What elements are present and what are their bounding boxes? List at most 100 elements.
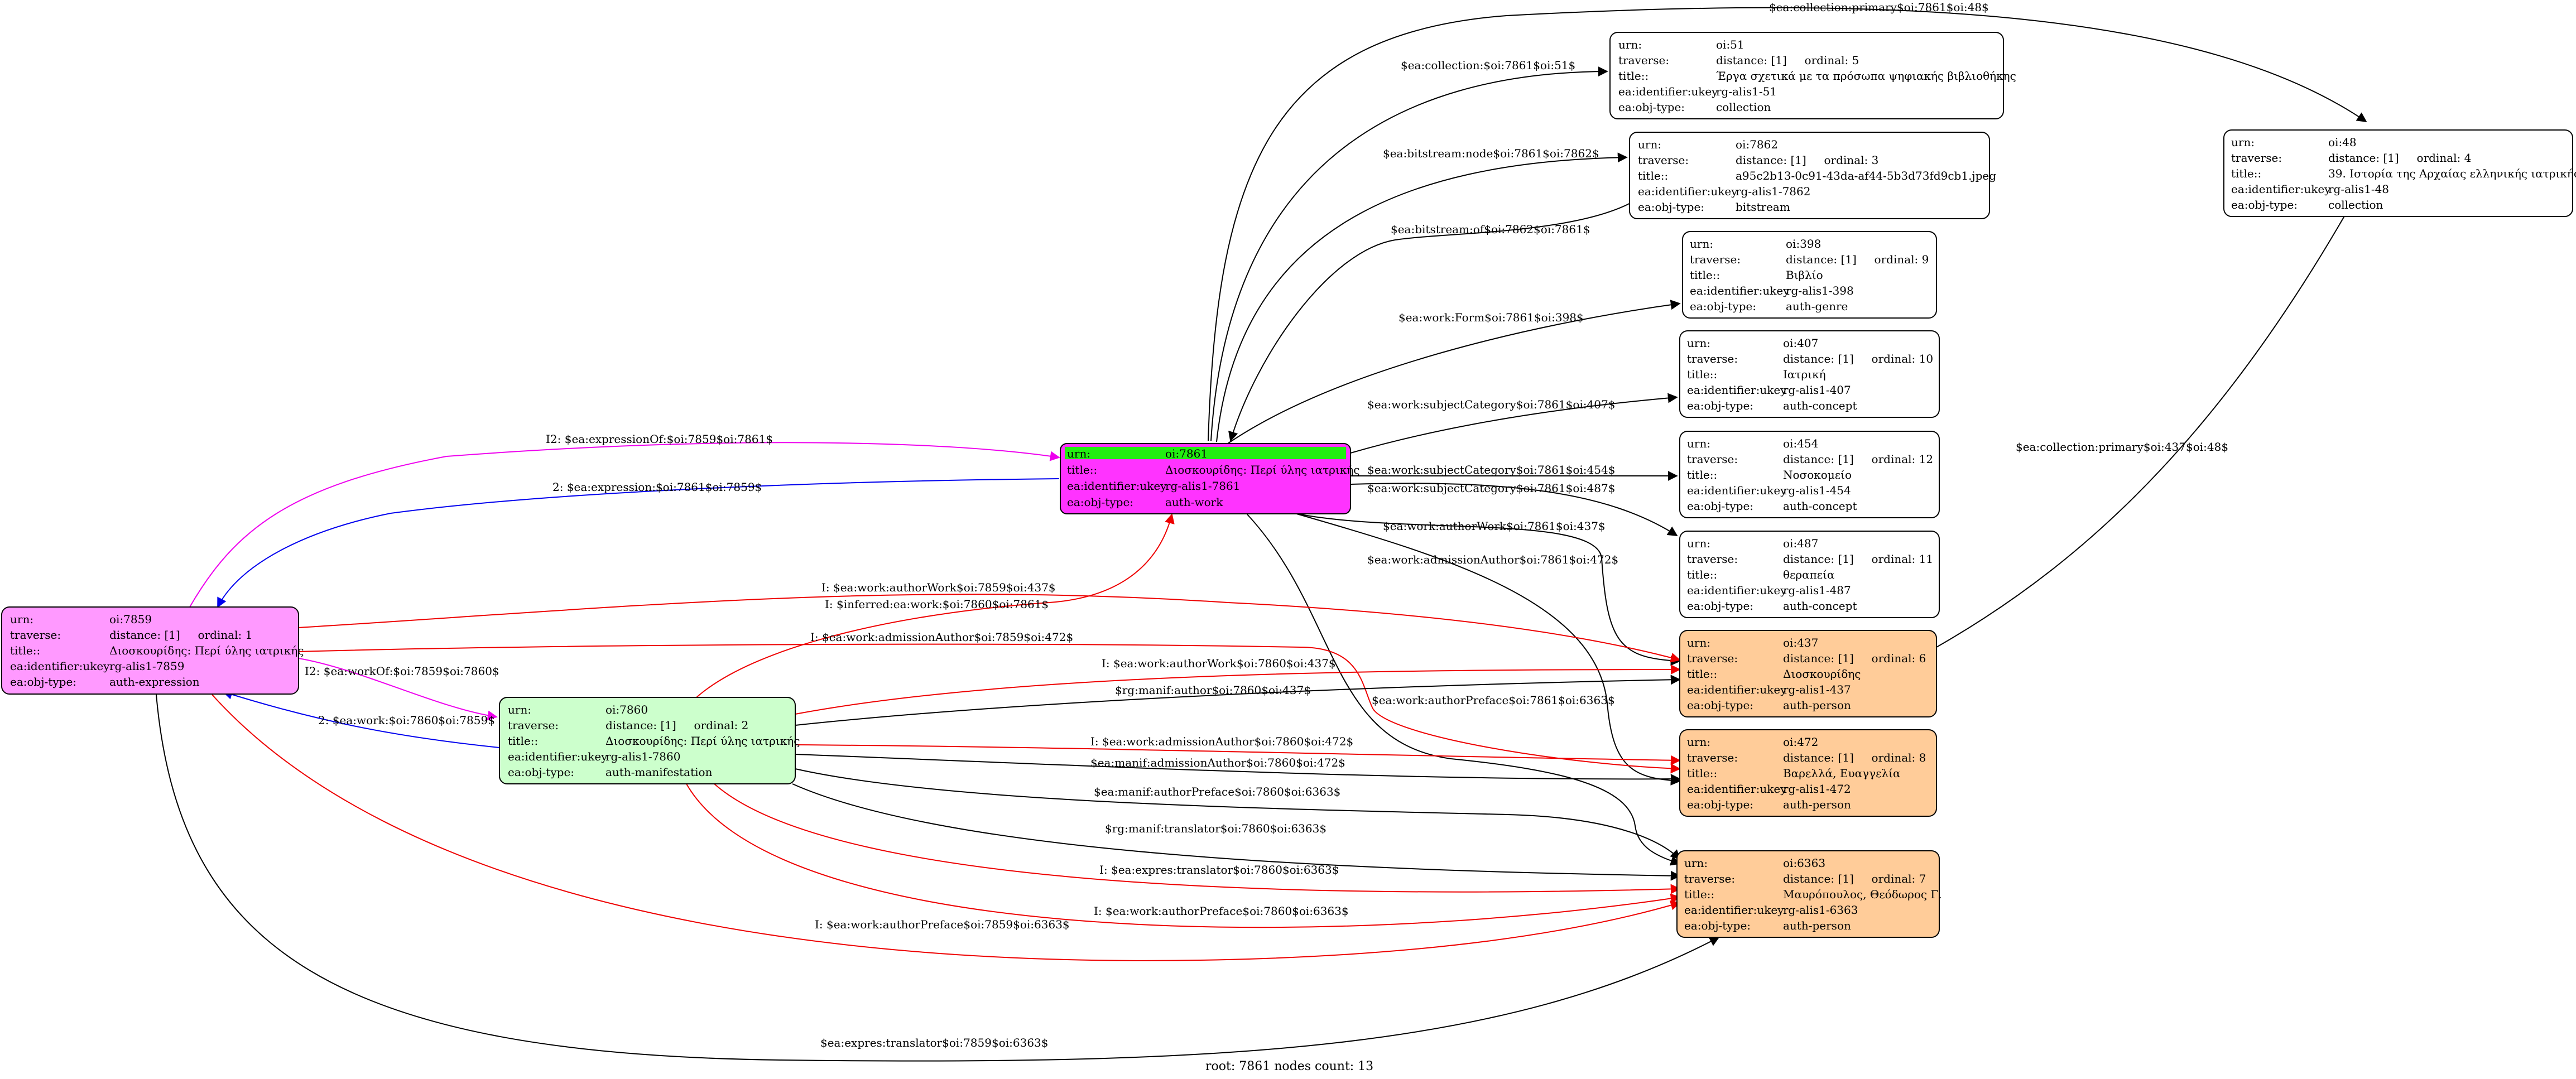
field-value: rg-alis1-51 bbox=[1716, 85, 1777, 98]
field-label: traverse: bbox=[1687, 751, 1738, 764]
field-value: rg-alis1-487 bbox=[1783, 584, 1851, 597]
field-label: traverse: bbox=[508, 719, 559, 732]
field-value: Νοσοκομείο bbox=[1783, 468, 1852, 481]
node-7862[interactable]: urn: oi:7862 traverse: distance: [1] ord… bbox=[1629, 132, 1996, 219]
edge-layer: $ea:collection:primary$oi:7861$oi:48$ $e… bbox=[156, 1, 2372, 1062]
field-label: title:: bbox=[10, 644, 40, 657]
field-label: urn: bbox=[1687, 336, 1710, 350]
field-label: traverse: bbox=[1687, 652, 1738, 665]
node-51[interactable]: urn: oi:51 traverse: distance: [1] ordin… bbox=[1609, 32, 2016, 119]
node-7860[interactable]: urn: oi:7860 traverse: distance: [1] ord… bbox=[499, 697, 800, 784]
node-48[interactable]: urn: oi:48 traverse: distance: [1] ordin… bbox=[2223, 129, 2576, 217]
graph-caption: root: 7861 nodes count: 13 bbox=[1205, 1059, 1373, 1073]
node-layer: urn: oi:7861 title:: Διοσκουρίδης: Περί … bbox=[1, 32, 2576, 938]
field-value: oi:7859 bbox=[109, 613, 152, 626]
edge-manif-author-7860-437: $rg:manif:author$oi:7860$oi:437$ bbox=[795, 675, 1681, 726]
field-label: ea:obj-type: bbox=[10, 675, 76, 688]
field-value: a95c2b13-0c91-43da-af44-5b3d73fd9cb1.jpe… bbox=[1736, 169, 1996, 182]
field-value: rg-alis1-7861 bbox=[1165, 479, 1240, 493]
node-472[interactable]: urn: oi:472 traverse: distance: [1] ordi… bbox=[1679, 729, 1937, 817]
field-value: auth-genre bbox=[1786, 300, 1848, 313]
field-value: distance: [1] ordinal: 12 bbox=[1783, 452, 1933, 466]
field-value: oi:407 bbox=[1783, 336, 1818, 350]
field-value: distance: [1] ordinal: 11 bbox=[1783, 552, 1933, 566]
field-value: oi:51 bbox=[1716, 38, 1744, 51]
node-407[interactable]: urn: oi:407 traverse: distance: [1] ordi… bbox=[1679, 330, 1940, 418]
field-label: traverse: bbox=[1687, 352, 1738, 365]
field-label: ea:obj-type: bbox=[508, 765, 574, 779]
field-value: Βιβλίο bbox=[1786, 268, 1823, 282]
edge-label: $ea:work:subjectCategory$oi:7861$oi:407$ bbox=[1367, 398, 1615, 411]
field-value: Ιατρική bbox=[1783, 368, 1826, 381]
edge-expressionof-7859-7861: I2: $ea:expressionOf:$oi:7859$oi:7861$ bbox=[189, 432, 1060, 608]
field-value: auth-manifestation bbox=[605, 765, 713, 779]
node-437[interactable]: urn: oi:437 traverse: distance: [1] ordi… bbox=[1679, 630, 1937, 717]
field-value: rg-alis1-6363 bbox=[1783, 903, 1858, 917]
field-value: distance: [1] ordinal: 3 bbox=[1736, 153, 1878, 167]
edge-workof-7859-7860: I2: $ea:workOf:$oi:7859$oi:7860$ bbox=[298, 658, 499, 721]
field-value: 39. Ιστορία της Αρχαίας ελληνικής ιατρικ… bbox=[2328, 167, 2576, 180]
edge-manif-authorpreface-7860-6363: $ea:manif:authorPreface$oi:7860$oi:6363$ bbox=[795, 768, 1681, 860]
node-454[interactable]: urn: oi:454 traverse: distance: [1] ordi… bbox=[1679, 431, 1940, 518]
field-label: urn: bbox=[2231, 136, 2255, 149]
node-6363[interactable]: urn: oi:6363 traverse: distance: [1] ord… bbox=[1676, 850, 1942, 938]
field-label: urn: bbox=[1067, 447, 1090, 460]
field-label: ea:identifier:ukey bbox=[1687, 584, 1787, 597]
edge-label: I: $ea:work:authorWork$oi:7859$oi:437$ bbox=[821, 581, 1056, 594]
field-label: title:: bbox=[1618, 69, 1649, 83]
node-7859[interactable]: urn: oi:7859 traverse: distance: [1] ord… bbox=[1, 606, 304, 695]
edge-admissionauthor-7859-472: I: $ea:work:admissionAuthor$oi:7859$oi:4… bbox=[298, 630, 1681, 774]
field-value: distance: [1] ordinal: 10 bbox=[1783, 352, 1933, 365]
field-label: traverse: bbox=[1618, 54, 1669, 67]
edge-label: $ea:work:authorWork$oi:7861$oi:437$ bbox=[1383, 519, 1606, 533]
edge-authorpreface-7859-6363: I: $ea:work:authorPreface$oi:7859$oi:636… bbox=[212, 694, 1681, 961]
field-label: ea:obj-type: bbox=[1618, 100, 1685, 114]
edge-label: $rg:manif:author$oi:7860$oi:437$ bbox=[1115, 683, 1311, 697]
field-value: rg-alis1-7859 bbox=[109, 659, 184, 673]
edge-work-form-7861-398: $ea:work:Form$oi:7861$oi:398$ bbox=[1227, 300, 1681, 444]
field-label: urn: bbox=[1687, 636, 1710, 649]
field-label: urn: bbox=[508, 703, 531, 716]
edge-label: $ea:collection:primary$oi:437$oi:48$ bbox=[2016, 440, 2228, 454]
field-value: Διοσκουρίδης: Περί ύλης ιατρικής bbox=[109, 644, 304, 657]
edge-label: $ea:collection:primary$oi:7861$oi:48$ bbox=[1769, 1, 1989, 14]
edge-work-7860-7859: 2: $ea:work:$oi:7860$oi:7859$ bbox=[222, 690, 500, 748]
field-label: urn: bbox=[1687, 537, 1710, 550]
field-value: rg-alis1-7860 bbox=[605, 750, 680, 763]
field-label: title:: bbox=[508, 734, 538, 748]
field-value: rg-alis1-398 bbox=[1786, 284, 1854, 297]
field-value: distance: [1] ordinal: 5 bbox=[1716, 54, 1859, 67]
edge-label: $ea:work:Form$oi:7861$oi:398$ bbox=[1398, 311, 1584, 324]
edge-label: I: $ea:work:admissionAuthor$oi:7860$oi:4… bbox=[1090, 735, 1353, 748]
field-label: ea:identifier:ukey bbox=[1067, 479, 1167, 493]
field-value: oi:437 bbox=[1783, 636, 1818, 649]
edge-label: $ea:work:subjectCategory$oi:7861$oi:487$ bbox=[1367, 481, 1615, 495]
field-value: auth-concept bbox=[1783, 499, 1857, 513]
edge-manif-admissionauthor-7860-472: $ea:manif:admissionAuthor$oi:7860$oi:472… bbox=[795, 754, 1681, 784]
field-label: traverse: bbox=[1687, 452, 1738, 466]
field-value: rg-alis1-48 bbox=[2328, 182, 2389, 196]
node-487[interactable]: urn: oi:487 traverse: distance: [1] ordi… bbox=[1679, 531, 1940, 618]
edge-label: I: $ea:work:authorWork$oi:7860$oi:437$ bbox=[1102, 657, 1336, 670]
field-label: urn: bbox=[1638, 138, 1661, 151]
edge-label: $ea:work:authorPreface$oi:7861$oi:6363$ bbox=[1372, 693, 1615, 707]
field-value: rg-alis1-472 bbox=[1783, 782, 1851, 796]
field-label: ea:obj-type: bbox=[2231, 198, 2298, 211]
field-label: urn: bbox=[1687, 437, 1710, 450]
node-398[interactable]: urn: oi:398 traverse: distance: [1] ordi… bbox=[1682, 231, 1937, 319]
field-label: ea:identifier:ukey bbox=[1687, 683, 1787, 696]
field-label: title:: bbox=[1067, 463, 1097, 476]
field-label: title:: bbox=[1687, 368, 1717, 381]
edge-label: $ea:expres:translator$oi:7859$oi:6363$ bbox=[820, 1036, 1049, 1049]
field-label: title:: bbox=[1687, 468, 1717, 481]
field-label: title:: bbox=[2231, 167, 2261, 180]
edge-authorwork-7859-437: I: $ea:work:authorWork$oi:7859$oi:437$ bbox=[298, 581, 1681, 663]
field-label: ea:identifier:ukey bbox=[1687, 782, 1787, 796]
node-7861[interactable]: urn: oi:7861 title:: Διοσκουρίδης: Περί … bbox=[1060, 443, 1359, 514]
field-label: urn: bbox=[1618, 38, 1642, 51]
edge-subject-7861-407: $ea:work:subjectCategory$oi:7861$oi:407$ bbox=[1350, 393, 1678, 454]
field-label: traverse: bbox=[1638, 153, 1689, 167]
field-value: Μαυρόπουλος, Θεόδωρος Γ. bbox=[1783, 888, 1942, 901]
field-label: ea:identifier:ukey bbox=[508, 750, 608, 763]
